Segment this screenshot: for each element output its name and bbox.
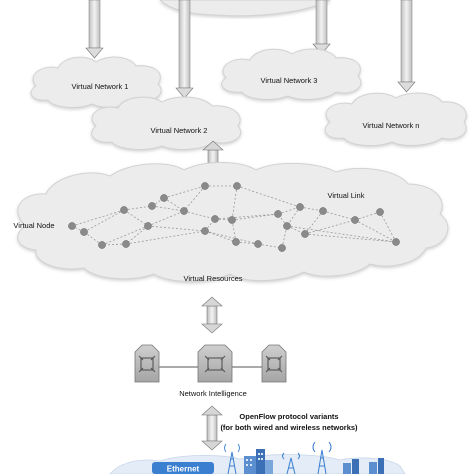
- virtual-network-3-label: Virtual Network 3: [261, 76, 318, 85]
- virtual-node: [201, 182, 209, 190]
- virtual-node: [283, 222, 291, 230]
- radio-tower-icon: [312, 441, 332, 474]
- virtual-link: [183, 210, 216, 220]
- virtual-node: [68, 222, 76, 230]
- virtual-link: [123, 209, 149, 227]
- virtual-link: [125, 225, 149, 245]
- cloud-virtual-network-3: Virtual Network 3: [221, 48, 362, 100]
- controller-device-center: [197, 344, 233, 383]
- virtual-link: [322, 210, 356, 221]
- virtual-link: [304, 219, 356, 235]
- ethernet-cloud: [152, 462, 214, 474]
- virtual-link: [204, 230, 237, 243]
- virtual-node: [376, 208, 384, 216]
- virtual-node: [144, 222, 152, 230]
- cell-tower-icon: [224, 443, 240, 474]
- virtual-node: [319, 207, 327, 215]
- virtual-network-1-label: Virtual Network 1: [72, 82, 129, 91]
- openflow-subtitle: (for both wired and wireless networks): [220, 423, 358, 432]
- virtual-link: [125, 230, 206, 245]
- virtual-node: [301, 230, 309, 238]
- physical-infrastructure: Ethernet: [109, 441, 406, 474]
- arrow-to-vn1: [85, 0, 104, 59]
- virtual-link: [163, 185, 206, 199]
- virtual-node: [160, 194, 168, 202]
- virtual-link: [231, 185, 238, 221]
- controller-device-left: [134, 344, 160, 383]
- controller-group: [134, 344, 287, 383]
- bidirectional-arrow-lower: [201, 405, 223, 451]
- ethernet-label: Ethernet: [167, 465, 200, 474]
- virtual-node: [278, 244, 286, 252]
- virtual-node: [392, 238, 400, 246]
- virtual-node: [351, 216, 359, 224]
- virtual-node: [296, 203, 304, 211]
- virtual-link: [379, 211, 397, 243]
- controller-device-right: [261, 344, 287, 383]
- cloud-virtual-network-1: Virtual Network 1: [30, 56, 162, 108]
- arrow-to-vnn: [397, 0, 416, 93]
- router-symbol-icon: [138, 355, 156, 373]
- virtual-node: [98, 241, 106, 249]
- virtual-node: [274, 210, 282, 218]
- virtual-link: [304, 210, 324, 235]
- virtual-link: [236, 185, 301, 208]
- virtual-link: [257, 243, 283, 249]
- virtual-link: [304, 233, 397, 243]
- virtual-network-n-label: Virtual Network n: [363, 121, 420, 130]
- arrow-to-vn2: [175, 0, 194, 99]
- virtual-links: [71, 185, 397, 249]
- virtual-link: [214, 213, 279, 220]
- virtual-link: [147, 210, 185, 227]
- virtual-link: [204, 230, 259, 245]
- city-buildings-icon: [343, 458, 384, 474]
- virtual-link: [183, 185, 206, 212]
- openflow-title: OpenFlow protocol variants: [239, 412, 338, 421]
- virtual-nodes: [68, 182, 400, 252]
- router-symbol-icon: [204, 355, 226, 373]
- virtual-node: [233, 182, 241, 190]
- virtual-link: [123, 205, 153, 211]
- virtual-link: [101, 225, 149, 246]
- virtual-node: [254, 240, 262, 248]
- virtual-node: [211, 215, 219, 223]
- virtual-node: [180, 207, 188, 215]
- router-symbol-icon: [265, 355, 283, 373]
- virtual-node: [80, 228, 88, 236]
- cloud-virtual-network-n: Virtual Network n: [324, 92, 467, 146]
- virtual-link: [354, 211, 381, 221]
- virtual-link: [147, 225, 206, 232]
- cloud-virtual-network-2: Virtual Network 2: [91, 96, 241, 150]
- arrow-to-vn3: [312, 0, 331, 55]
- virtual-network-2-label: Virtual Network 2: [151, 126, 208, 135]
- virtual-node: [228, 216, 236, 224]
- virtual-node-label: Virtual Node: [13, 221, 54, 230]
- virtual-link: [214, 218, 233, 221]
- virtual-link: [101, 243, 127, 246]
- virtual-link-label: Virtual Link: [328, 191, 365, 200]
- virtual-link: [151, 205, 185, 212]
- network-intelligence-caption: Network Intelligence: [179, 389, 247, 398]
- virtual-node: [122, 240, 130, 248]
- virtual-resources-caption: Virtual Resources: [183, 274, 242, 283]
- building-icon: [244, 449, 273, 474]
- virtual-link: [71, 209, 125, 227]
- antenna-tower-icon: [282, 452, 300, 474]
- bidirectional-arrow-middle: [201, 296, 223, 334]
- virtual-node: [232, 238, 240, 246]
- virtual-node: [120, 206, 128, 214]
- virtual-node: [201, 227, 209, 235]
- virtual-node: [148, 202, 156, 210]
